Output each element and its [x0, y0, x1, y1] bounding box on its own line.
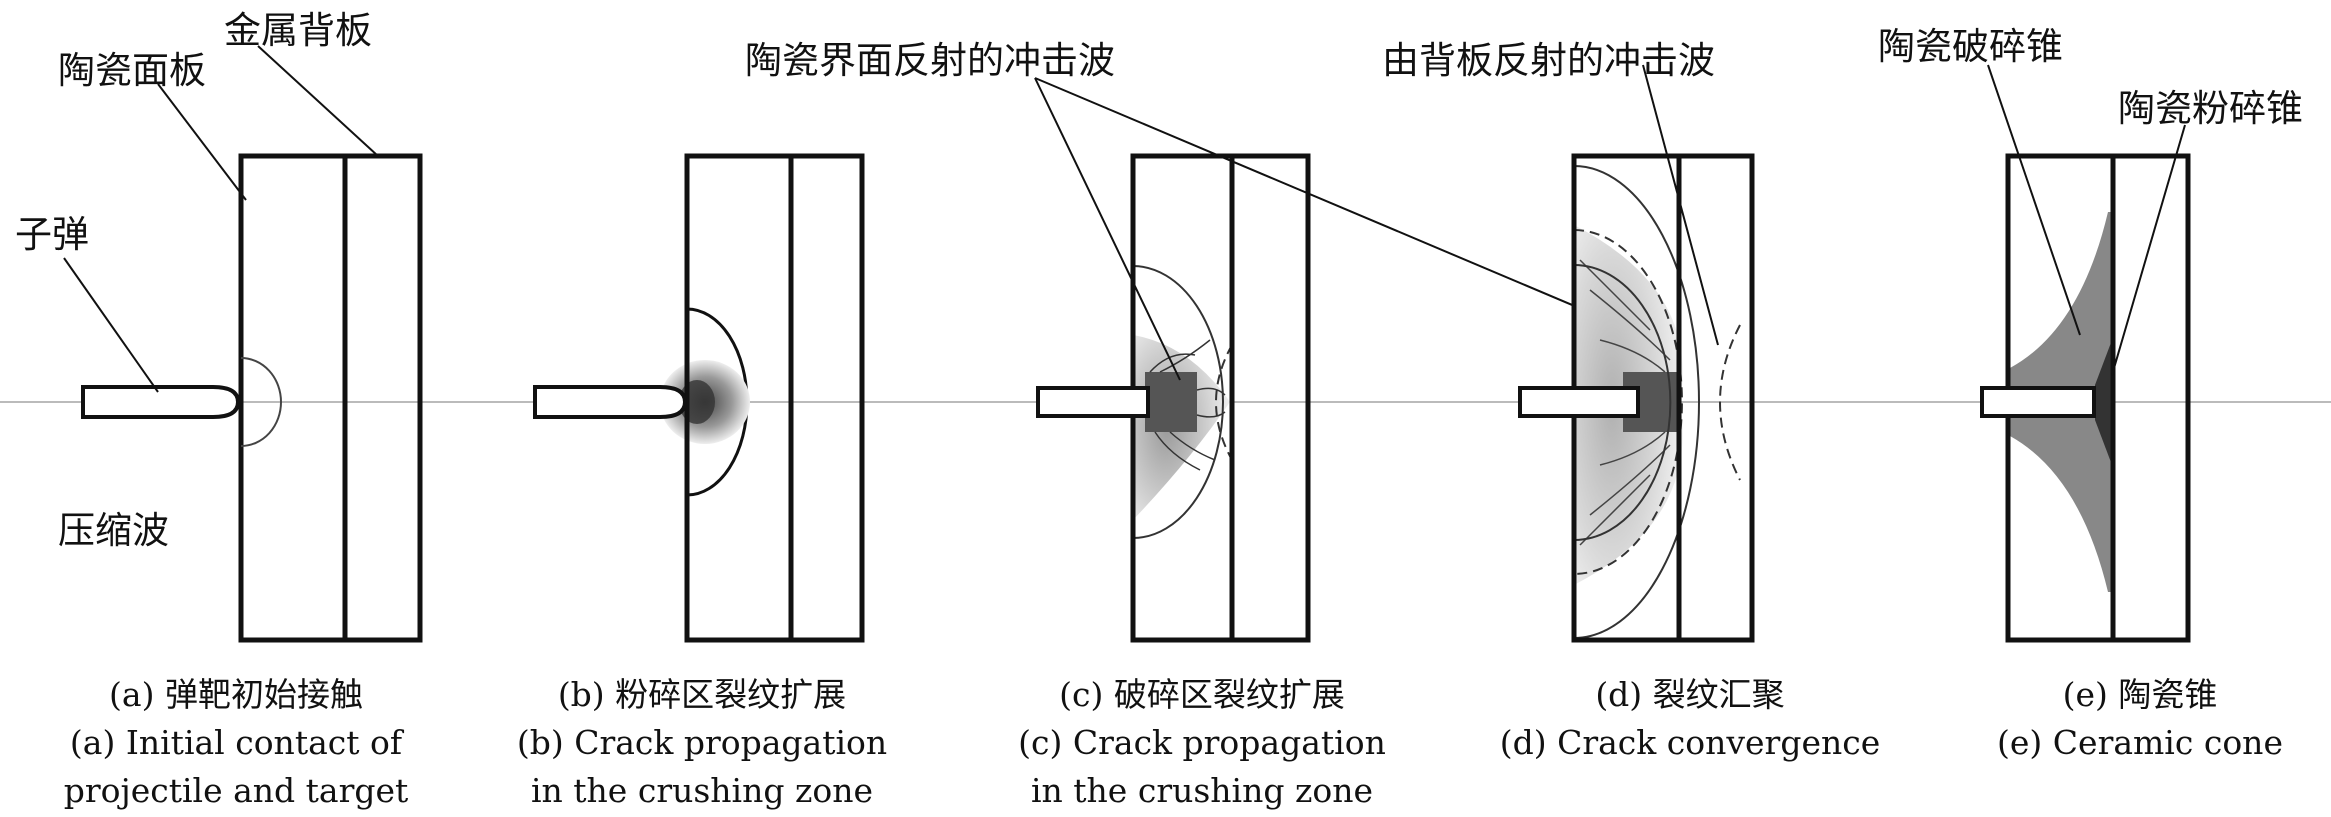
wave-c-outer: [1132, 265, 1224, 539]
projectile-a: [81, 385, 241, 419]
label-ceramic-crush-cone: 陶瓷粉碎锥: [2118, 87, 2303, 130]
caption-b-en2: in the crushing zone: [531, 771, 873, 810]
label-ceramic-panel: 陶瓷面板: [58, 49, 206, 92]
leader-metal: [257, 45, 379, 157]
caption-d-cn: (d) 裂纹汇聚: [1595, 675, 1785, 714]
panel-c: [1034, 77, 1656, 643]
compression-wave-a: [240, 357, 282, 447]
backplate-a: [342, 153, 423, 643]
panel-a: [63, 45, 423, 643]
panel-d: [1518, 64, 1755, 643]
label-compression-wave: 压缩波: [58, 509, 169, 552]
leader-interface-1: [1034, 77, 1181, 381]
projectile-b: [533, 385, 688, 419]
leader-fracture-cone: [1987, 64, 2081, 336]
projectile-d: [1518, 386, 1640, 418]
caption-b-en1: (b) Crack propagation: [516, 723, 888, 762]
caption-b-cn: (b) 粉碎区裂纹扩展: [557, 675, 847, 714]
label-bullet: 子弹: [15, 213, 89, 256]
projectile-e: [1980, 386, 2096, 418]
panel-e: [1980, 64, 2191, 643]
panel-b: [533, 153, 865, 643]
leader-crush-cone: [2111, 124, 2186, 376]
leader-interface-2: [1034, 77, 1656, 341]
wave-d-outer: [1573, 165, 1700, 639]
wave-d-mid-dashed: [1573, 229, 1683, 575]
caption-a-en1: (a) Initial contact of: [69, 723, 403, 762]
leader-bullet: [63, 257, 159, 393]
label-ceramic-interface-shock: 陶瓷界面反射的冲击波: [745, 39, 1115, 82]
wave-d-inner: [1573, 264, 1672, 541]
caption-c-en2: in the crushing zone: [1031, 771, 1373, 810]
backplate-d: [1676, 153, 1755, 643]
crush-cone-e: [2095, 340, 2112, 465]
label-backplate-reflected-shock: 由背板反射的冲击波: [1382, 39, 1715, 82]
caption-e-cn: (e) 陶瓷锥: [2062, 675, 2218, 714]
backplate-e: [2110, 153, 2191, 643]
caption-a-cn: (a) 弹靶初始接触: [109, 675, 363, 714]
projectile-c: [1036, 386, 1150, 418]
caption-a-en2: projectile and target: [63, 771, 409, 810]
label-ceramic-fracture-cone: 陶瓷破碎锥: [1878, 25, 2063, 68]
caption-e-en1: (e) Ceramic cone: [1997, 723, 2283, 762]
wave-d-back-dashed: [1719, 324, 1741, 481]
backplate-c: [1229, 153, 1311, 643]
caption-c-en1: (c) Crack propagation: [1018, 723, 1386, 762]
caption-d-en1: (d) Crack convergence: [1499, 723, 1881, 762]
caption-c-cn: (c) 破碎区裂纹扩展: [1059, 675, 1345, 714]
leader-backplate-shock: [1642, 64, 1719, 346]
label-metal-backplate: 金属背板: [224, 9, 372, 52]
backplate-b: [788, 153, 865, 643]
ceramic-panel-a: [238, 153, 348, 643]
leader-ceramic: [157, 83, 247, 201]
